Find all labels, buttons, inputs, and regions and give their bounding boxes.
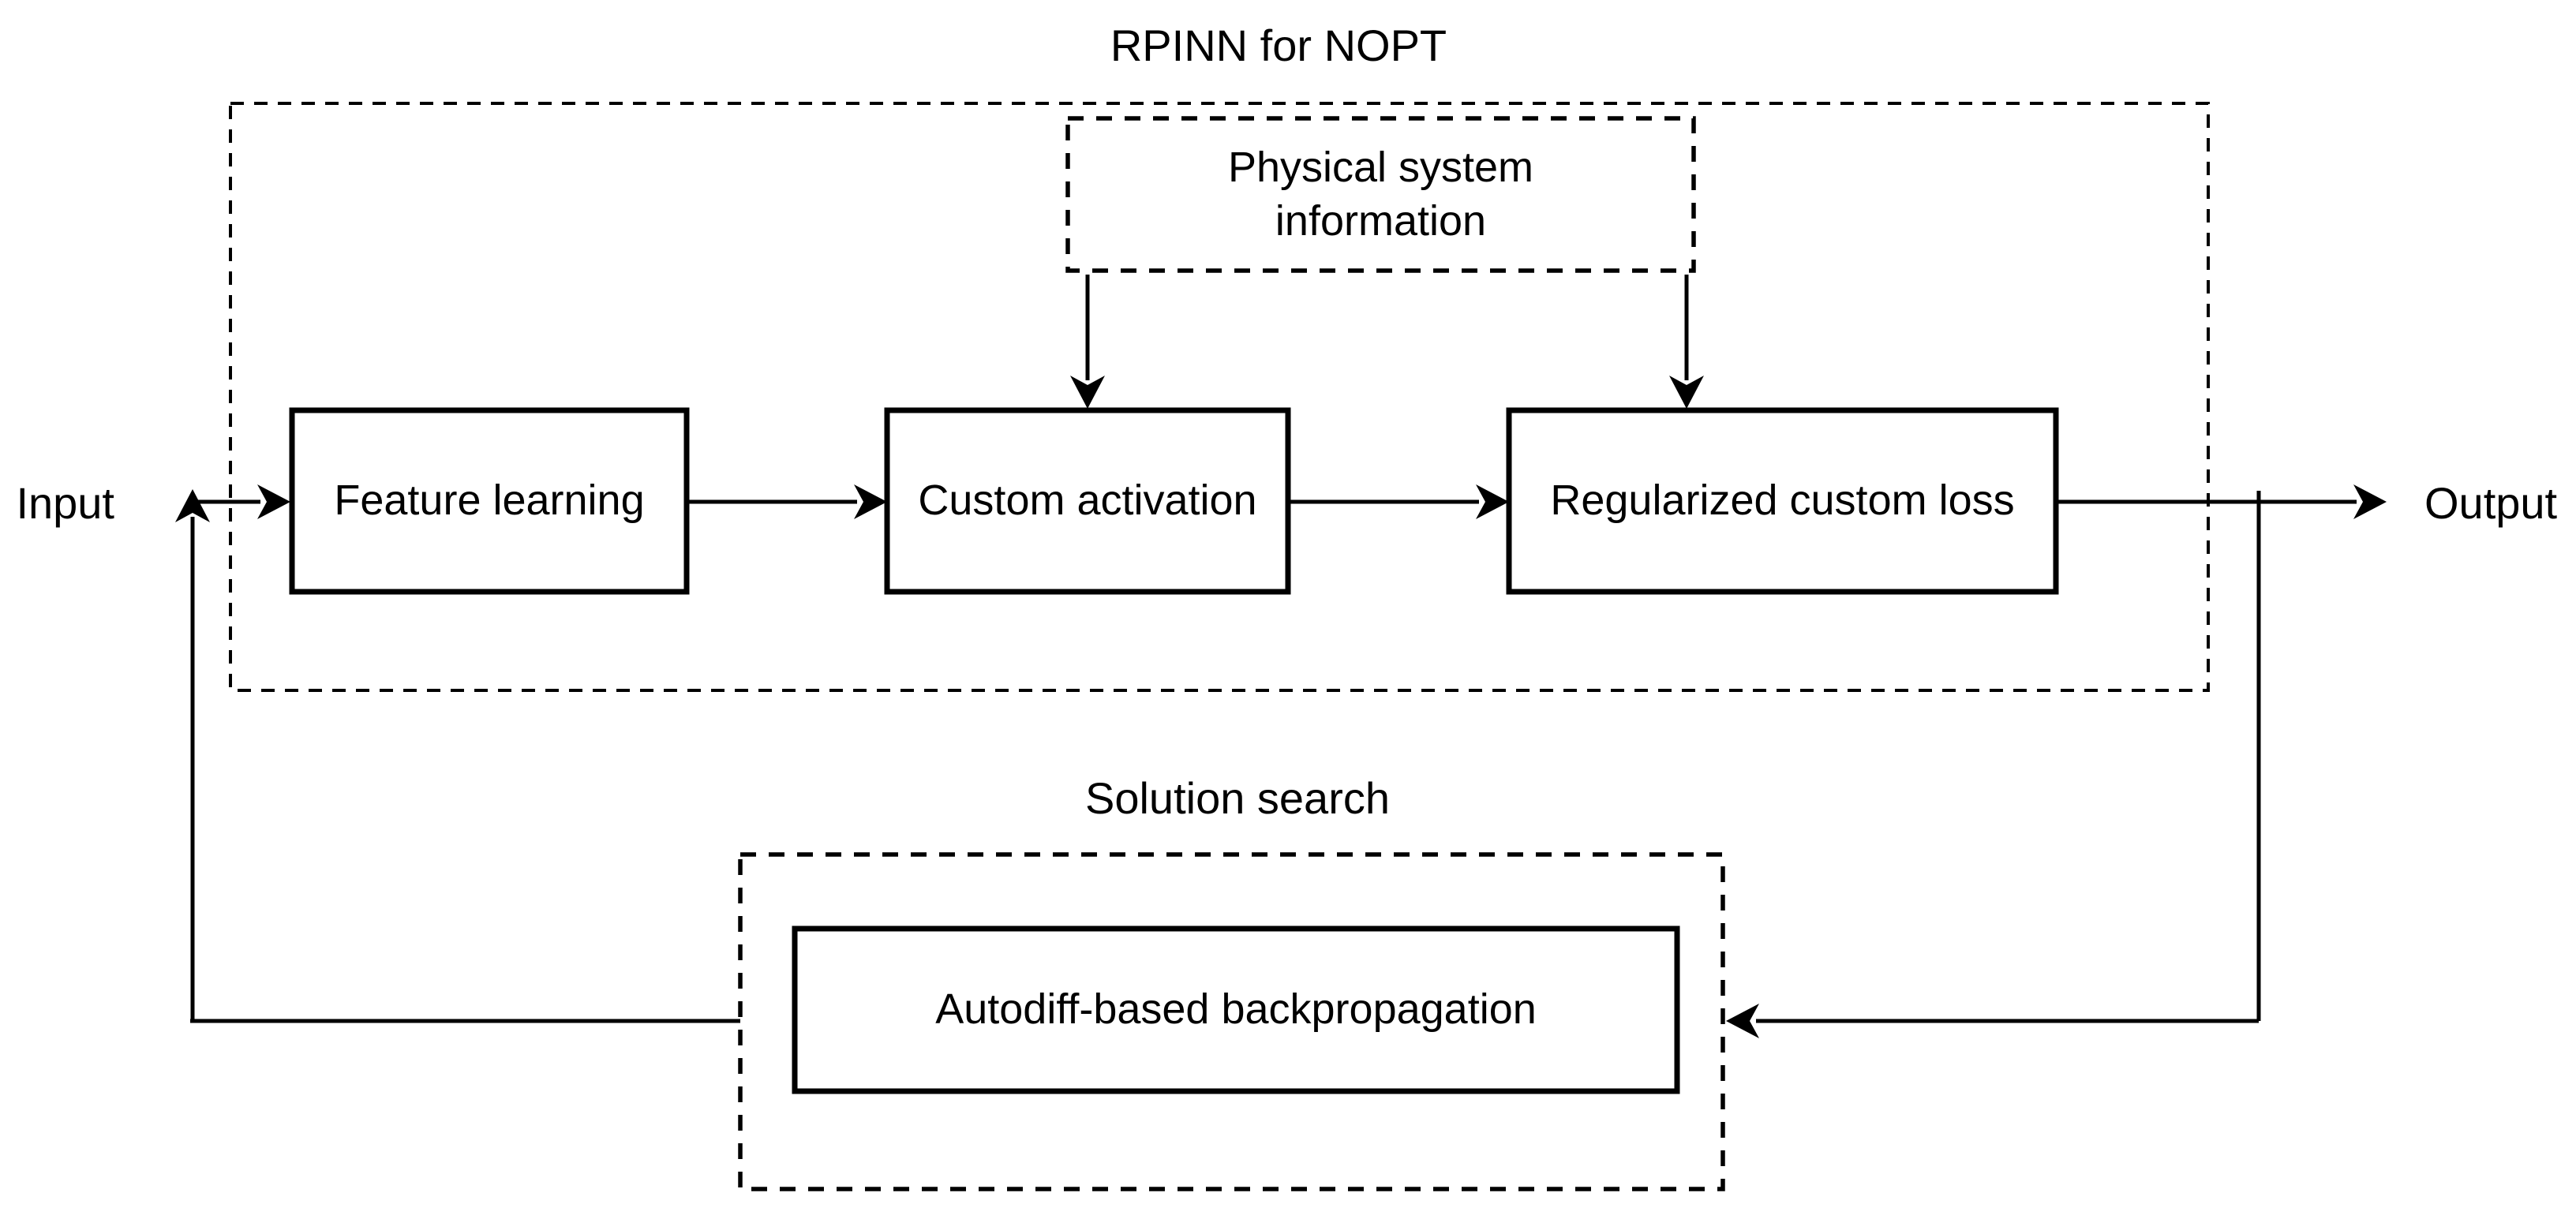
arrow-custom-to-regularized xyxy=(1288,484,1509,519)
physical-system-information-box-border xyxy=(1065,116,1696,273)
arrow-physical-to-custom xyxy=(1070,275,1105,409)
output-label: Output xyxy=(2424,478,2558,528)
custom-activation-label: Custom activation xyxy=(918,477,1257,525)
arrow-physical-to-custom-head xyxy=(1070,376,1105,409)
arrow-feedback-up-head xyxy=(175,489,210,522)
input-label: Input xyxy=(16,478,114,528)
arrow-feedback-to-solution-search-head xyxy=(1726,1004,1759,1038)
diagram-title: RPINN for NOPT xyxy=(1110,21,1447,70)
physical-system-information-label: Physical system information xyxy=(1227,144,1534,245)
arrow-feature-to-custom-head xyxy=(854,484,887,519)
arrow-regularized-to-output-head xyxy=(2353,484,2387,519)
arrow-feedback-up-to-input xyxy=(175,489,210,1021)
arrow-physical-to-regularized-head xyxy=(1669,376,1704,409)
arrow-feature-to-custom xyxy=(687,484,887,519)
arrow-custom-to-regularized-head xyxy=(1476,484,1509,519)
regularized-custom-loss-box-border xyxy=(1506,407,2059,595)
arrow-input-head xyxy=(257,484,290,519)
autodiff-backpropagation-label: Autodiff-based backpropagation xyxy=(935,985,1537,1034)
feature-learning-label: Feature learning xyxy=(334,477,645,525)
autodiff-backpropagation-box-border xyxy=(792,925,1680,1094)
solution-search-label: Solution search xyxy=(1084,773,1390,823)
arrow-feedback-to-solution-search xyxy=(1726,1004,2259,1038)
arrow-regularized-to-output xyxy=(2056,484,2387,519)
feature-learning-box-border xyxy=(289,407,690,595)
arrow-input-to-feature-learning xyxy=(193,484,290,519)
regularized-custom-loss-label: Regularized custom loss xyxy=(1550,477,2015,525)
rpinn-group-border xyxy=(229,102,2210,692)
solution-search-group-border xyxy=(738,852,1725,1191)
arrow-physical-to-regularized xyxy=(1669,275,1704,409)
